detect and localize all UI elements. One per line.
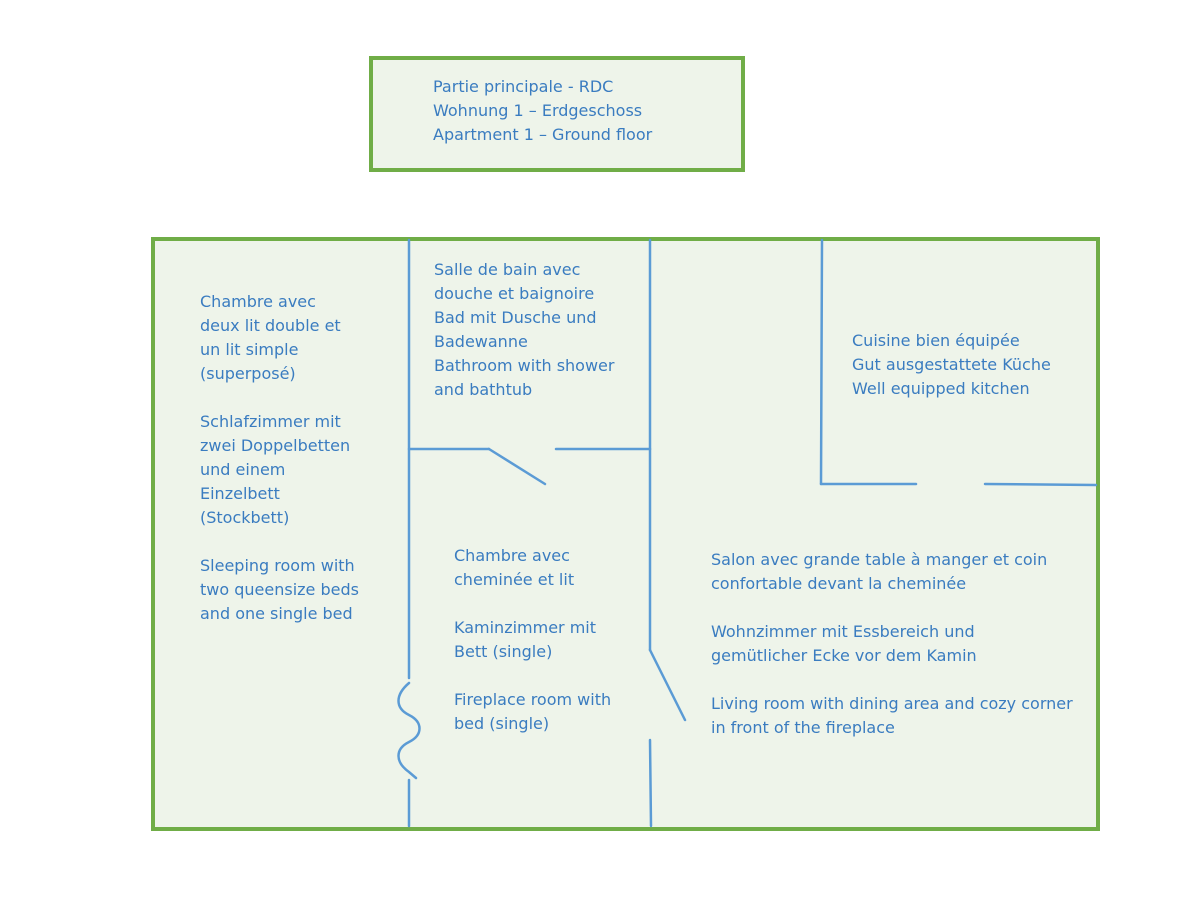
door-fireplace-room [648,648,687,722]
wall-kitchen-left [819,238,824,486]
room-text-line [200,386,359,410]
room-text-line: gemütlicher Ecke vor dem Kamin [711,646,977,665]
title-text: Partie principale - RDC Wohnung 1 – Erdg… [433,75,652,147]
room-text-line: Gut ausgestattete Küche [852,355,1051,374]
door-bathroom [487,447,547,486]
room-text-line: zwei Doppelbetten [200,436,351,455]
room-text-line: Well equipped kitchen [852,379,1030,398]
wall-kitchen-bottom-right [983,482,1098,487]
room-text-line: Bett (single) [454,642,553,661]
room-text-line: un lit simple [200,340,299,359]
room-text-line: Salon avec grande table à manger et coin [711,550,1048,569]
room-text-line: confortable devant la cheminée [711,574,967,593]
room-text-line: bed (single) [454,714,550,733]
room-text-line: Salle de bain avec [434,260,581,279]
title-line: Apartment 1 – Ground floor [433,125,653,144]
room-label-fireplace-room: Chambre avec cheminée et lit Kaminzimmer… [454,544,611,736]
room-text-line: douche et baignoire [434,284,595,303]
room-text-line: Chambre avec [454,546,570,565]
curtain-divider [397,681,421,780]
room-text-line [200,530,359,554]
room-text-line: Badewanne [434,332,528,351]
room-text-line: Bad mit Dusche und [434,308,597,327]
room-text-line: (superposé) [200,364,296,383]
room-text-line: Chambre avec [200,292,316,311]
room-label-living-room: Salon avec grande table à manger et coin… [711,548,1073,740]
title-line: Wohnung 1 – Erdgeschoss [433,101,643,120]
room-label-bathroom: Salle de bain avec douche et baignoire B… [434,258,614,402]
title-box: Partie principale - RDC Wohnung 1 – Erdg… [369,56,745,172]
room-text-line: cheminée et lit [454,570,575,589]
room-text-line [454,664,611,688]
title-line: Partie principale - RDC [433,77,614,96]
room-text-line: two queensize beds [200,580,359,599]
room-text-line [711,668,1073,692]
room-text-line: Bathroom with shower [434,356,615,375]
room-text-line: and bathtub [434,380,533,399]
room-text-line: Sleeping room with [200,556,355,575]
room-text-line: (Stockbett) [200,508,290,527]
room-text-line: Living room with dining area and cozy co… [711,694,1073,713]
room-text-line: und einem [200,460,286,479]
wall-middle-living-lower [648,738,653,828]
room-text-line: Wohnzimmer mit Essbereich und [711,622,975,641]
room-label-kitchen: Cuisine bien équipée Gut ausgestattete K… [852,329,1051,401]
floor-plan [151,237,1100,831]
room-text-line: deux lit double et [200,316,341,335]
room-text-line: Fireplace room with [454,690,612,709]
room-text-line: Kaminzimmer mit [454,618,597,637]
room-label-bedroom: Chambre avec deux lit double et un lit s… [200,290,359,626]
room-text-line: Schlafzimmer mit [200,412,341,431]
room-text-line: in front of the fireplace [711,718,895,737]
room-text-line: Cuisine bien équipée [852,331,1020,350]
room-text-line [711,596,1073,620]
room-text-line: Einzelbett [200,484,280,503]
room-text-line [454,592,611,616]
room-text-line: and one single bed [200,604,353,623]
